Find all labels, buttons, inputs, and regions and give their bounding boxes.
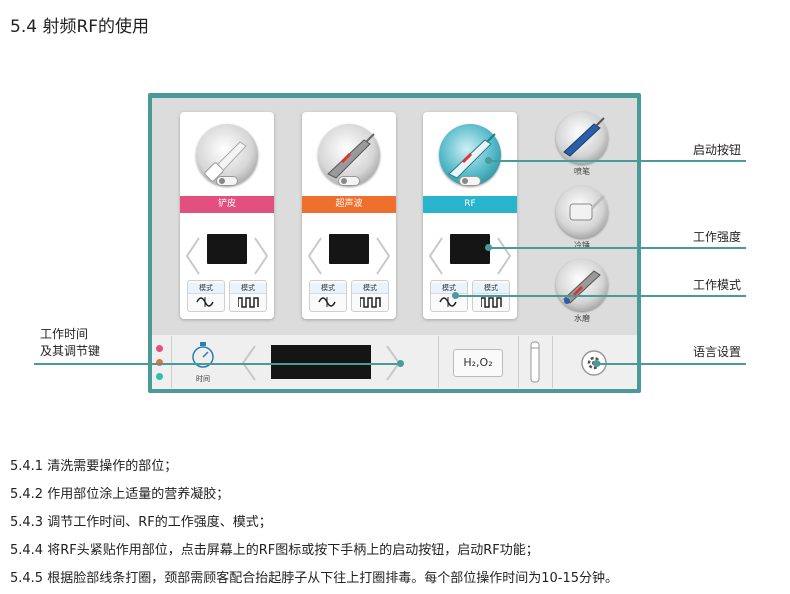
ultrasonic-label: 超声波 <box>302 196 396 213</box>
stopwatch-icon[interactable] <box>190 340 216 370</box>
cold-hammer-button[interactable] <box>556 186 608 238</box>
rf-toggle[interactable] <box>459 176 481 186</box>
h2o2-button[interactable]: H₂,O₂ <box>453 349 503 377</box>
scrubber-handpiece-button[interactable] <box>196 124 258 186</box>
status-dot <box>156 359 163 366</box>
mode-label: 模式 <box>431 283 467 294</box>
chevron-right-icon[interactable] <box>495 236 513 276</box>
divider <box>552 336 553 388</box>
cold-hammer-icon <box>569 194 606 221</box>
callout-line-time <box>34 363 400 365</box>
callout-line-language <box>596 363 746 365</box>
status-dot <box>156 373 163 380</box>
intensity-display <box>207 234 247 264</box>
scrubber-toggle[interactable] <box>216 176 238 186</box>
intensity-display <box>329 234 369 264</box>
callout-work-intensity: 工作强度 <box>693 230 742 244</box>
callout-dot <box>397 360 404 367</box>
callout-dot <box>593 360 600 367</box>
chevron-left-icon[interactable] <box>306 236 324 276</box>
scrubber-label: 铲皮 <box>180 196 274 213</box>
chevron-left-icon[interactable] <box>184 236 202 276</box>
callout-start-button: 启动按钮 <box>693 143 742 157</box>
water-mill-label: 水磨 <box>574 314 590 323</box>
callout-dot <box>452 292 459 299</box>
water-mill-button[interactable] <box>556 259 608 311</box>
mode-button-1[interactable]: 模式 <box>309 280 347 312</box>
handpiece-card-rf: RF 模式 模式 <box>423 112 517 319</box>
step-3: 5.4.3 调节工作时间、RF的工作强度、模式； <box>10 515 272 530</box>
mode-label: 模式 <box>188 283 224 294</box>
step-1: 5.4.1 清洗需要操作的部位； <box>10 459 178 474</box>
divider <box>518 336 519 388</box>
mode-label: 模式 <box>473 283 509 294</box>
cold-hammer-label: 冷锤 <box>574 241 590 250</box>
callout-line-intensity <box>488 247 746 249</box>
mode-button-1[interactable]: 模式 <box>187 280 225 312</box>
status-dot <box>156 345 163 352</box>
callout-line-mode <box>455 295 746 297</box>
ultrasonic-handpiece-button[interactable] <box>318 124 380 186</box>
mode-label: 模式 <box>310 283 346 294</box>
square-wave-icon <box>360 297 381 308</box>
test-tube-icon <box>530 341 540 383</box>
callout-work-time-line1: 工作时间 <box>40 327 89 341</box>
callout-dot <box>485 244 492 251</box>
chevron-right-icon[interactable] <box>374 236 392 276</box>
chevron-left-icon[interactable] <box>427 236 445 276</box>
intensity-display <box>450 234 490 264</box>
rf-label: RF <box>423 196 517 213</box>
mode-label: 模式 <box>230 283 266 294</box>
step-5: 5.4.5 根据脸部线条打圈，颈部需顾客配合抬起脖子从下往上打圈排毒。每个部位操… <box>10 571 618 586</box>
sine-wave-icon <box>196 297 214 307</box>
step-4: 5.4.4 将RF头紧贴作用部位，点击屏幕上的RF图标或按下手柄上的启动按钮，启… <box>10 543 539 558</box>
handpiece-card-scrubber: 铲皮 模式 模式 <box>180 112 274 319</box>
water-mill-icon <box>563 270 601 304</box>
spray-pen-label: 喷笔 <box>574 167 590 176</box>
mode-button-2[interactable]: 模式 <box>229 280 267 312</box>
rf-handpiece-icon <box>448 133 496 179</box>
rf-handpiece-button[interactable] <box>439 124 501 186</box>
scrubber-handpiece-icon <box>204 141 247 182</box>
square-wave-icon <box>481 297 502 308</box>
callout-language: 语言设置 <box>693 345 742 359</box>
divider <box>171 336 172 388</box>
callout-dot <box>485 157 492 164</box>
ultrasonic-toggle[interactable] <box>338 176 360 186</box>
callout-work-time-line2: 及其调节键 <box>40 344 101 358</box>
divider <box>438 336 439 388</box>
step-2: 5.4.2 作用部位涂上适量的营养凝胶； <box>10 487 230 502</box>
bottom-bar <box>152 335 637 389</box>
chevron-right-icon[interactable] <box>252 236 270 276</box>
callout-work-mode: 工作模式 <box>693 278 742 292</box>
ultrasonic-handpiece-icon <box>327 133 375 179</box>
square-wave-icon <box>238 297 259 308</box>
spray-pen-button[interactable] <box>556 112 608 164</box>
handpiece-card-ultrasonic: 超声波 模式 模式 <box>302 112 396 319</box>
sine-wave-icon <box>318 297 336 307</box>
mode-button-2[interactable]: 模式 <box>351 280 389 312</box>
sine-wave-icon <box>439 297 457 307</box>
mode-label: 模式 <box>352 283 388 294</box>
time-display <box>271 345 371 379</box>
timer-label: 时间 <box>196 375 210 383</box>
callout-line-start <box>488 160 746 162</box>
section-title: 5.4 射频RF的使用 <box>10 17 150 37</box>
spray-pen-icon <box>563 117 605 157</box>
